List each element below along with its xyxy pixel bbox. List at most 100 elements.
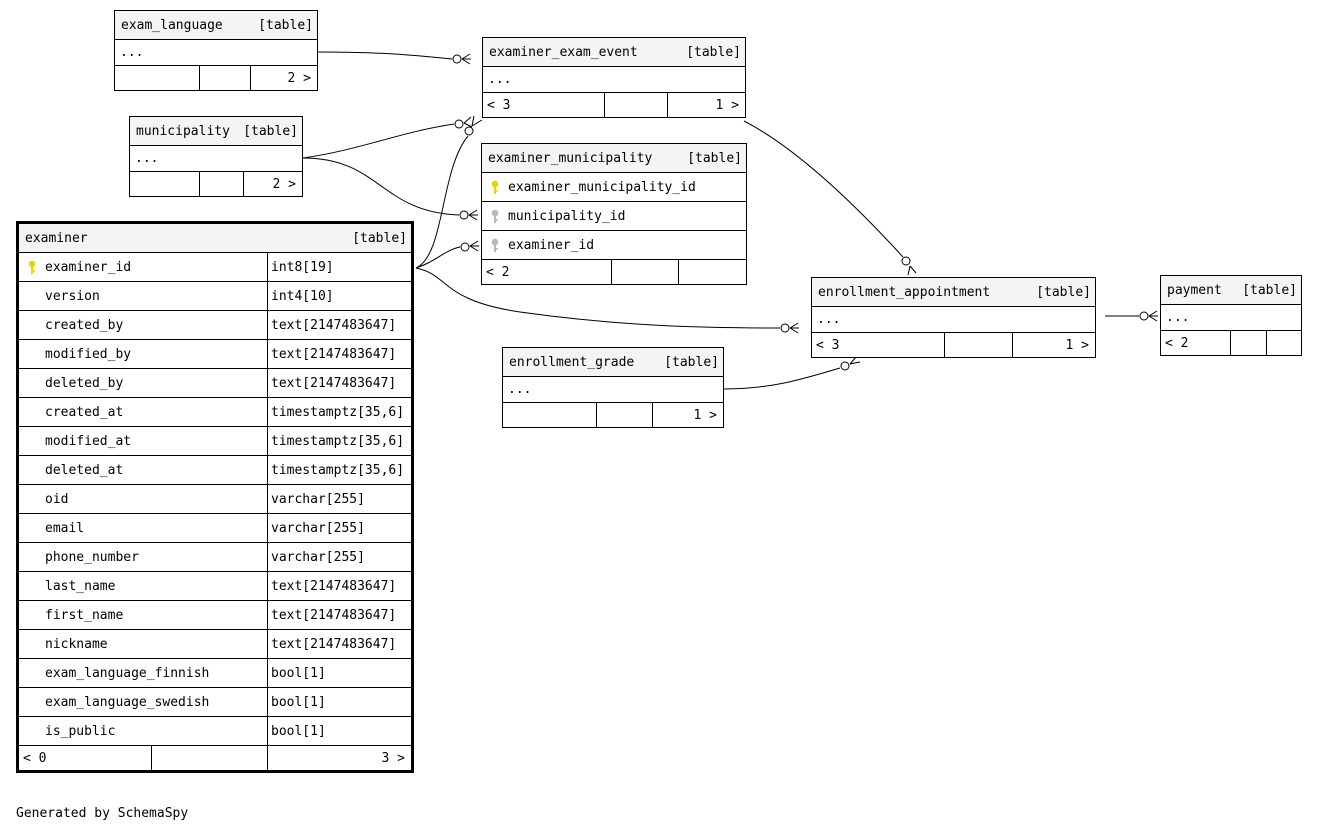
column-type: text[2147483647] <box>267 369 411 397</box>
table-exam-language[interactable]: exam_language [table] ... 2 > <box>114 10 318 91</box>
column-name-cell: last_name <box>19 572 267 600</box>
primary-key-icon <box>482 180 508 195</box>
table-footer: < 2 <box>1161 331 1301 355</box>
column-name: examiner_id <box>508 237 595 253</box>
column-row[interactable]: municipality_id <box>482 202 746 231</box>
column-type: bool[1] <box>267 659 411 687</box>
column-row[interactable]: examiner_id <box>482 231 746 260</box>
table-examiner-exam-event[interactable]: examiner_exam_event [table] ... < 3 1 > <box>482 37 746 118</box>
primary-key-icon <box>19 260 45 275</box>
children-count[interactable]: 3 > <box>267 746 411 770</box>
column-name: is_public <box>45 723 116 739</box>
column-name: version <box>45 288 100 304</box>
column-name-cell: deleted_at <box>19 456 267 484</box>
rel-examiner-exam-event-enrollment-appointment <box>743 120 904 258</box>
rows-count <box>604 93 667 117</box>
table-tag: [table] <box>664 354 719 370</box>
parents-count[interactable]: < 2 <box>486 264 510 280</box>
column-row[interactable]: examiner_municipality_id <box>482 173 746 202</box>
table-footer: < 3 1 > <box>483 93 745 117</box>
column-name: created_by <box>45 317 124 333</box>
rel-examiner-examiner-municipality <box>415 246 461 269</box>
rel-enrollment-grade-enrollment-appointment <box>723 367 841 390</box>
table-enrollment-appointment[interactable]: enrollment_appointment [table] ... < 3 1… <box>811 277 1096 358</box>
table-name: examiner_municipality <box>488 150 653 166</box>
column-type: text[2147483647] <box>267 572 411 600</box>
parents-count[interactable] <box>503 403 596 427</box>
table-examiner-municipality[interactable]: examiner_municipality [table] examiner_m… <box>481 143 747 285</box>
table-footer: < 2 <box>482 260 746 284</box>
column-name: examiner_id <box>45 259 132 275</box>
table-name: examiner <box>25 230 88 246</box>
table-header: payment [table] <box>1161 276 1301 305</box>
column-row[interactable]: version int4[10] <box>19 282 411 311</box>
column-type: int4[10] <box>267 282 411 310</box>
children-count[interactable]: 1 > <box>1012 333 1095 357</box>
column-name-cell: created_by <box>19 311 267 339</box>
column-name: nickname <box>45 636 108 652</box>
children-count[interactable]: 1 > <box>652 403 723 427</box>
column-name-cell: exam_language_finnish <box>19 659 267 687</box>
rel-examiner-examiner-exam-event <box>415 135 469 269</box>
parents-count[interactable]: < 0 <box>23 750 47 766</box>
parents-count[interactable]: < 2 <box>1165 335 1189 351</box>
table-tag: [table] <box>243 123 298 139</box>
column-type: bool[1] <box>267 688 411 716</box>
column-name: last_name <box>45 578 116 594</box>
children-count[interactable]: 1 > <box>667 93 745 117</box>
children-count[interactable] <box>1266 331 1301 355</box>
column-type: text[2147483647] <box>267 311 411 339</box>
rel-municipality-examiner-exam-event <box>302 123 455 159</box>
table-tag: [table] <box>258 17 313 33</box>
rows-count <box>944 333 1012 357</box>
table-header: exam_language [table] <box>115 11 317 40</box>
column-name: modified_at <box>45 433 132 449</box>
table-header: examiner [table] <box>19 224 411 253</box>
children-count[interactable]: 2 > <box>243 172 302 196</box>
parents-count[interactable]: < 3 <box>816 337 840 353</box>
rows-count <box>199 66 250 90</box>
rows-count <box>151 746 267 770</box>
parents-count[interactable] <box>130 172 199 196</box>
column-name-cell: phone_number <box>19 543 267 571</box>
parents-count[interactable] <box>115 66 199 90</box>
column-name: examiner_municipality_id <box>508 179 696 195</box>
collapsed-columns: ... <box>1161 305 1301 331</box>
table-municipality[interactable]: municipality [table] ... 2 > <box>129 116 303 197</box>
column-type: varchar[255] <box>267 543 411 571</box>
table-footer: < 0 3 > <box>19 746 411 770</box>
column-row[interactable]: created_by text[2147483647] <box>19 311 411 340</box>
parents-count[interactable]: < 3 <box>487 97 511 113</box>
table-header: enrollment_appointment [table] <box>812 278 1095 307</box>
children-count[interactable]: 2 > <box>250 66 317 90</box>
table-payment[interactable]: payment [table] ... < 2 <box>1160 275 1302 356</box>
column-name: email <box>45 520 85 536</box>
table-tag: [table] <box>687 150 742 166</box>
table-name: payment <box>1167 282 1222 298</box>
column-row[interactable]: last_name text[2147483647] <box>19 572 411 601</box>
table-name: municipality <box>136 123 230 139</box>
column-type: varchar[255] <box>267 485 411 513</box>
rows-count <box>611 260 678 284</box>
table-enrollment-grade[interactable]: enrollment_grade [table] ... 1 > <box>502 347 724 428</box>
column-name: modified_by <box>45 346 132 362</box>
column-name-cell: oid <box>19 485 267 513</box>
column-name-cell: modified_by <box>19 340 267 368</box>
children-count[interactable] <box>678 260 746 284</box>
column-name-cell: is_public <box>19 717 267 745</box>
